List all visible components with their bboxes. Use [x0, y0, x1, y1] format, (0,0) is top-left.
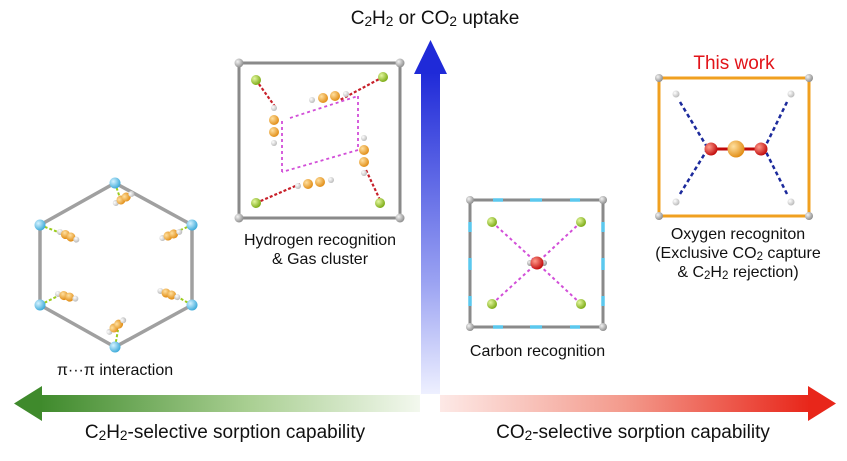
co2-selective-text: CO2-selective sorption capability — [496, 422, 770, 444]
this-work-label: This work — [664, 53, 804, 76]
co2-selective-label: CO2-selective sorption capability — [448, 422, 818, 445]
oxygen-recognition-line1: Oxygen recogniton — [670, 226, 806, 243]
c2h2-selective-text: C2H2-selective sorption capability — [84, 422, 366, 444]
pi-pi-interaction-label: π···π interaction — [25, 361, 205, 380]
c2h2-selective-label: C2H2-selective sorption capability — [40, 422, 410, 445]
uptake-axis-text: C2H2 or CO2 uptake — [350, 8, 520, 30]
carbon-recognition-illustration — [466, 196, 607, 331]
hexagon-framework-illustration — [34, 177, 198, 353]
uptake-axis-arrow — [414, 40, 447, 394]
hydrogen-recognition-line2: & Gas cluster — [271, 251, 369, 269]
c2h2-selective-arrow — [14, 386, 420, 421]
co2-selective-arrow — [440, 386, 836, 421]
oxygen-recognition-label: Oxygen recogniton (Exclusive CO2 capture… — [638, 225, 838, 283]
hydrogen-recognition-illustration — [234, 58, 405, 223]
oxygen-recognition-line3: & C2H2 rejection) — [677, 264, 799, 283]
pi-pi-interaction-text: π···π interaction — [56, 362, 174, 379]
oxygen-recognition-illustration — [655, 74, 813, 220]
carbon-recognition-label: Carbon recognition — [440, 342, 635, 361]
carbon-recognition-text: Carbon recognition — [469, 343, 606, 360]
this-work-text: This work — [693, 53, 775, 74]
hydrogen-recognition-label: Hydrogen recognition & Gas cluster — [215, 231, 425, 269]
uptake-axis-label: C2H2 or CO2 uptake — [320, 8, 550, 31]
hydrogen-recognition-line1: Hydrogen recognition — [243, 232, 397, 249]
oxygen-recognition-line2: (Exclusive CO2 capture — [655, 245, 821, 263]
